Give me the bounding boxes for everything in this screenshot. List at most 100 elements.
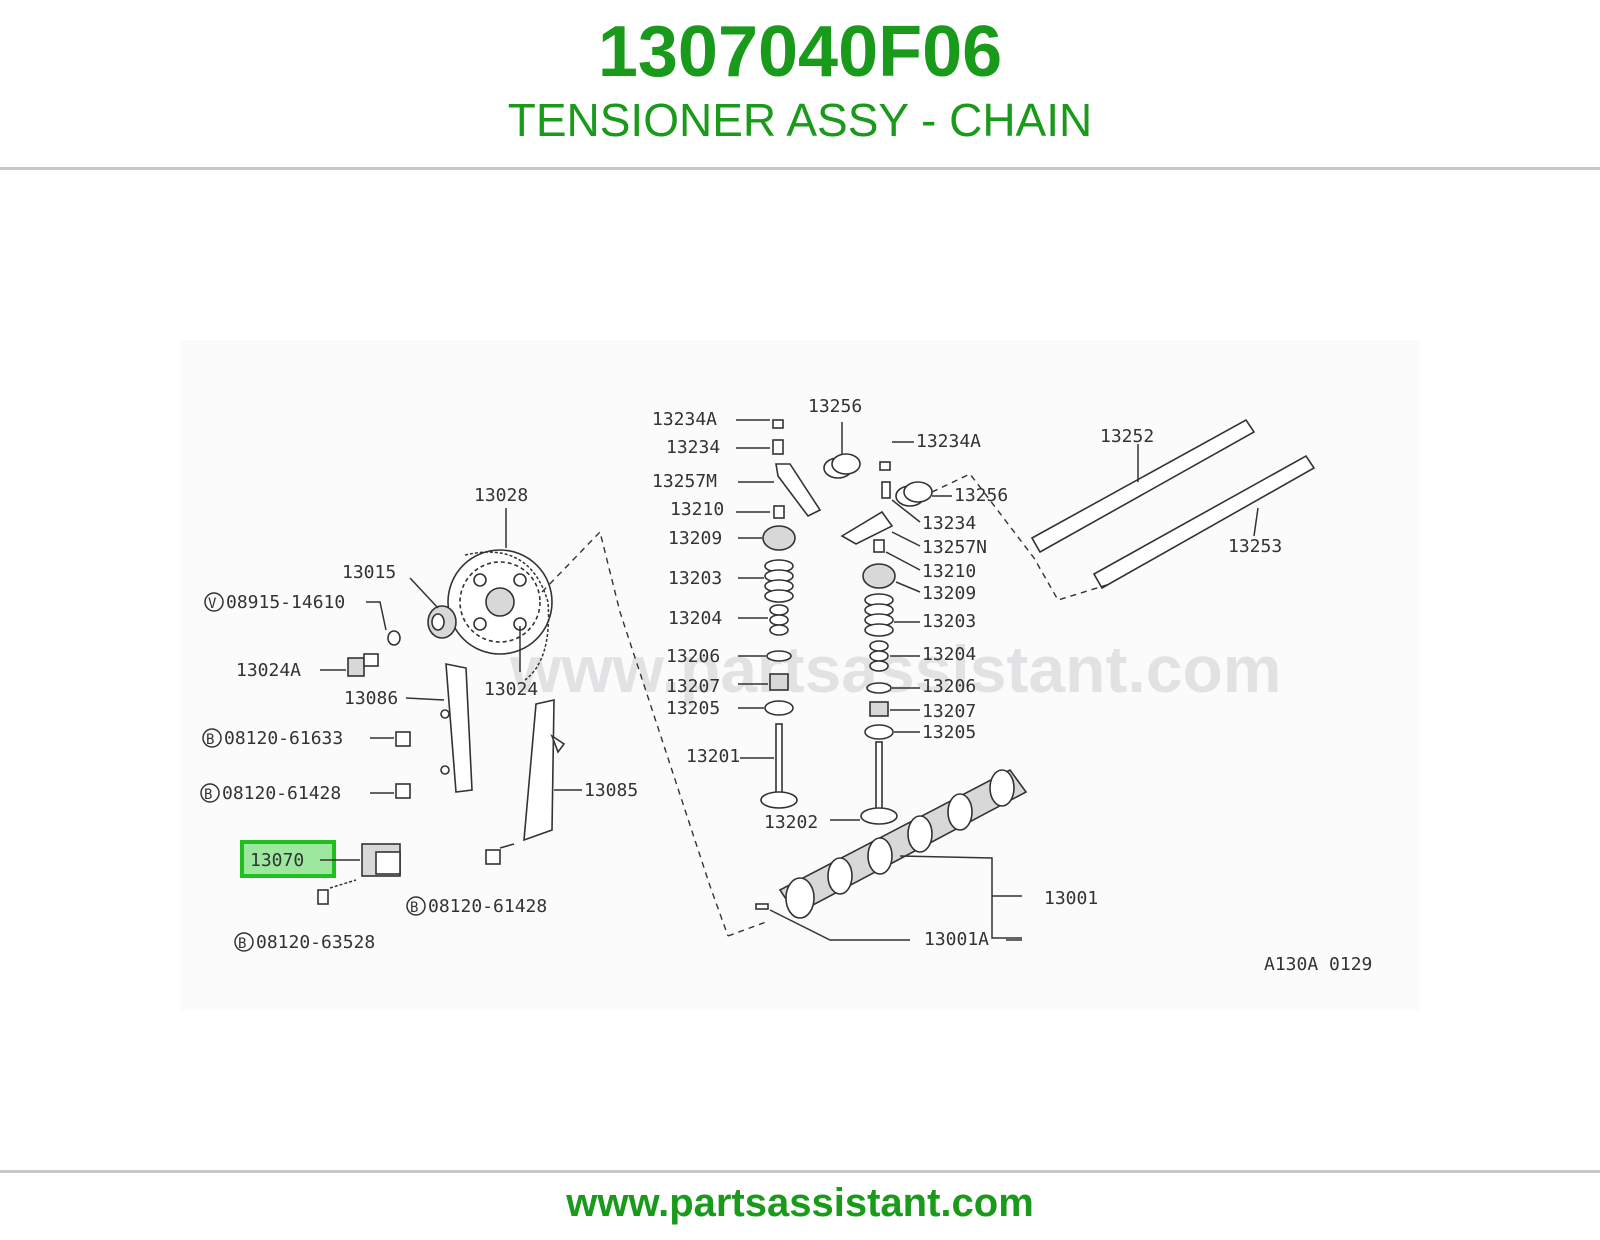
symbol-b-61633: B [202, 728, 222, 748]
spring-13256-r [895, 481, 933, 507]
callout-13203-right: 13203 [922, 611, 976, 632]
chain-guide-13086 [440, 663, 473, 793]
valve-13201 [760, 723, 798, 809]
bolt-08120-61633 [395, 731, 411, 747]
rocker-shaft-13253 [1092, 454, 1316, 590]
spring-13203-l [764, 559, 794, 603]
washer-13205-l [764, 700, 794, 716]
callout-13001A: 13001A [924, 929, 989, 950]
callout-08120-61428-b: 08120-61428 [428, 896, 547, 917]
part-number-title: 1307040F06 [597, 12, 1003, 92]
callout-13256-top: 13256 [808, 396, 862, 417]
highlight-box-13070[interactable] [240, 840, 336, 878]
seat-13206-l [766, 650, 792, 662]
parts-diagram-svg: www.partsassistant.com [200, 396, 1372, 975]
washer-13205-r [864, 724, 894, 740]
callout-13204-left: 13204 [668, 608, 722, 629]
callout-13024A: 13024A [236, 660, 301, 681]
symbol-v-08915: V [204, 592, 224, 612]
callout-13024: 13024 [484, 679, 538, 700]
callout-08915-14610: 08915-14610 [226, 592, 345, 613]
callout-08120-63528: 08120-63528 [256, 932, 375, 953]
retainer-13209-l [762, 525, 796, 551]
callout-13207-left: 13207 [666, 676, 720, 697]
callout-13001: 13001 [1044, 888, 1098, 909]
callout-13209-right: 13209 [922, 583, 976, 604]
symbol-b-61428-a: B [200, 783, 220, 803]
svg-text:B: B [206, 732, 214, 748]
callout-13203-left: 13203 [668, 568, 722, 589]
svg-text:B: B [238, 936, 246, 952]
rocker-shaft-13252 [1030, 418, 1256, 554]
spring-13204-r [869, 640, 889, 672]
bolt-13024A [347, 653, 379, 677]
spring-13256-l [823, 453, 861, 479]
callout-13086: 13086 [344, 688, 398, 709]
header-divider [0, 167, 1600, 170]
callout-13207-right: 13207 [922, 701, 976, 722]
seal-13207-r [869, 701, 889, 717]
callout-13252: 13252 [1100, 426, 1154, 447]
symbol-b-61428-b: B [406, 896, 426, 916]
footer-website-link[interactable]: www.partsassistant.com [566, 1181, 1034, 1225]
callout-13206-left: 13206 [666, 646, 720, 667]
callout-13209-left: 13209 [668, 528, 722, 549]
callout-13205-left: 13205 [666, 698, 720, 719]
chain-guide-13085 [523, 698, 566, 842]
callout-08120-61633: 08120-61633 [224, 728, 343, 749]
sprocket-13028 [447, 549, 553, 681]
nut-13234A-r [879, 461, 891, 471]
watermark-text: www.partsassistant.com [509, 632, 1281, 706]
callout-13028: 13028 [474, 485, 528, 506]
bolt-08120-61428-b [485, 849, 501, 865]
callout-13234-left: 13234 [666, 437, 720, 458]
callout-13070-highlighted[interactable]: 13070 [250, 850, 304, 871]
camshaft-13001 [778, 768, 1028, 919]
callout-13234A-left: 13234A [652, 409, 717, 430]
callout-13257N: 13257N [922, 537, 987, 558]
callout-13256-right: 13256 [954, 485, 1008, 506]
callout-13205-right: 13205 [922, 722, 976, 743]
washer-08915 [387, 630, 401, 646]
nut-13234A-l [772, 419, 784, 429]
callout-08120-61428-a: 08120-61428 [222, 783, 341, 804]
svg-text:B: B [204, 787, 212, 803]
callout-13202: 13202 [764, 812, 818, 833]
callout-13015: 13015 [342, 562, 396, 583]
page-header: 1307040F06 TENSIONER ASSY - CHAIN [0, 0, 1600, 168]
bolt-08120-61428-a [395, 783, 411, 799]
spring-13203-r [864, 593, 894, 637]
screw-13234-r [881, 481, 891, 499]
valve-13202 [860, 741, 898, 825]
callout-13253: 13253 [1228, 536, 1282, 557]
svg-text:V: V [208, 596, 217, 612]
spring-13204-l [769, 604, 789, 636]
callout-13206-right: 13206 [922, 676, 976, 697]
svg-text:B: B [410, 900, 418, 916]
parts-diagram: www.partsassistant.com [180, 340, 1420, 1010]
rocker-arm-13257M [775, 463, 822, 518]
callout-13085: 13085 [584, 780, 638, 801]
callout-13210-left: 13210 [670, 499, 724, 520]
callout-13210-right: 13210 [922, 561, 976, 582]
symbol-b-63528: B [234, 932, 254, 952]
callout-13257M: 13257M [652, 471, 717, 492]
footer-divider [0, 1170, 1600, 1173]
washer-13015 [427, 605, 457, 639]
cap-13210-r [873, 539, 885, 553]
callout-13234-right: 13234 [922, 513, 976, 534]
callout-13234A-right: 13234A [916, 431, 981, 452]
callout-13204-right: 13204 [922, 644, 976, 665]
part-description: TENSIONER ASSY - CHAIN [507, 94, 1093, 146]
seat-13206-r [866, 682, 892, 694]
retainer-13209-r [862, 563, 896, 589]
callout-13201: 13201 [686, 746, 740, 767]
screw-13234-l [772, 439, 784, 455]
pin-13001A [755, 903, 769, 910]
figure-code: A130A 0129 [1264, 954, 1372, 975]
bolt-08120-63528 [317, 889, 329, 905]
rocker-arm-13257N [840, 510, 894, 545]
chain-tensioner-13070[interactable] [361, 843, 401, 877]
cap-13210-l [773, 505, 785, 519]
seal-13207-l [769, 673, 789, 691]
